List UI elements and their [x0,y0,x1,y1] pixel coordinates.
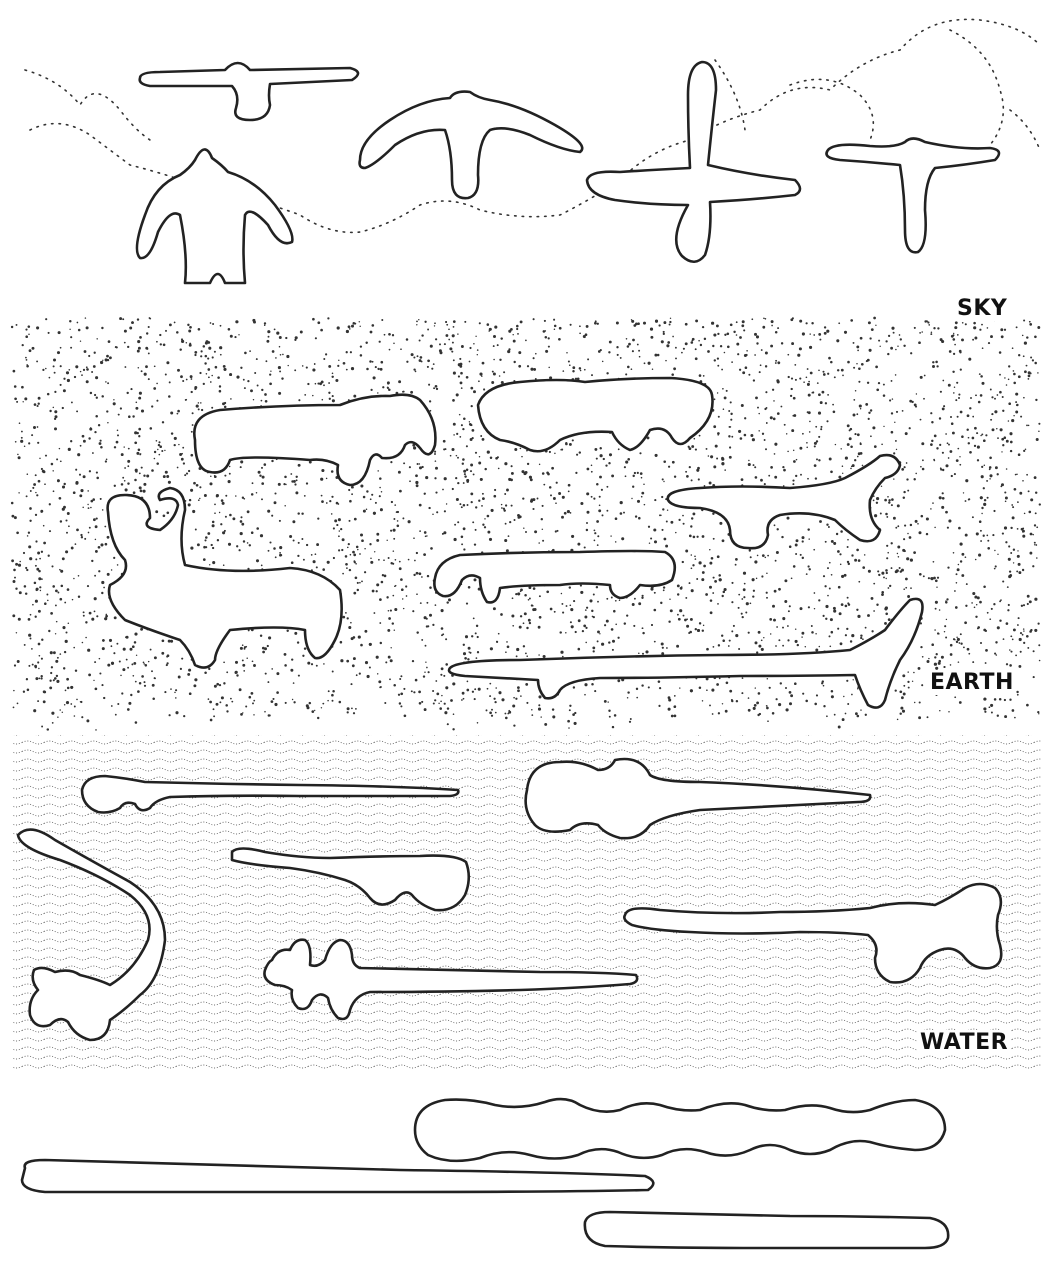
animal-icon [478,378,713,451]
zone-label-water: WATER [918,1030,1010,1055]
bird-icon [827,139,1000,253]
short-bar-icon [585,1212,948,1248]
human-figure-icon [137,149,292,283]
cross-figure-icon [587,62,800,262]
deer-icon [108,488,342,668]
bottom-figures [22,1099,948,1248]
long-bar-icon [22,1160,653,1192]
chain-icon [415,1099,945,1161]
zone-label-earth: EARTH [928,670,1016,695]
animal-icon [434,551,674,602]
bird-icon [140,63,358,120]
sky-figures [137,62,999,283]
zone-label-sky: SKY [955,296,1009,321]
lizard-icon [449,599,923,708]
bird-icon [360,92,583,199]
